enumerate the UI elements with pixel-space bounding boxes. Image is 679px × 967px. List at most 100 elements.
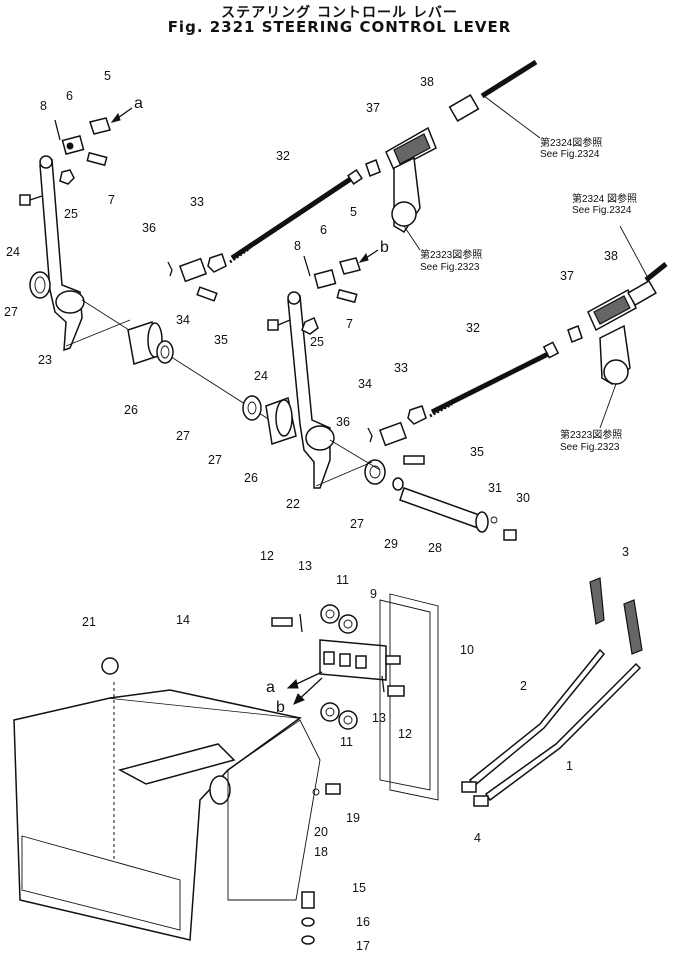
bolt-24-left <box>19 194 43 206</box>
callout-25-right: 25 <box>310 335 324 349</box>
callout-31: 31 <box>488 481 502 495</box>
lever-23-hub <box>55 290 85 314</box>
callout-25-left: 25 <box>64 207 78 221</box>
lever-22-assembly <box>267 249 379 489</box>
title-english: Fig. 2321 STEERING CONTROL LEVER <box>167 18 512 36</box>
connector-b-lower: b <box>276 699 285 716</box>
connector-b-mid: b <box>380 239 389 256</box>
cover-14 <box>13 657 303 941</box>
callout-12-lower: 12 <box>398 727 412 741</box>
pin-7-upper <box>86 151 108 167</box>
grip-3-left <box>589 577 605 625</box>
callout-5-upper: 5 <box>104 69 111 83</box>
lever-2 <box>461 648 606 793</box>
spring-11-lower <box>320 702 358 730</box>
nut-33-upper <box>207 253 227 273</box>
clevis-34-upper <box>178 257 208 283</box>
nut-29 <box>392 477 404 491</box>
bolt-19 <box>325 783 341 795</box>
callout-27-left: 27 <box>4 305 18 319</box>
callout-36-lower: 36 <box>336 415 350 429</box>
callout-8-lower: 8 <box>294 239 301 253</box>
pin-35-lower <box>403 455 425 465</box>
callout-3: 3 <box>622 545 629 559</box>
callout-19: 19 <box>346 811 360 825</box>
cotter-pin-36-lower <box>367 427 373 443</box>
callout-29: 29 <box>384 537 398 551</box>
callout-22: 22 <box>286 497 300 511</box>
left-lever-assembly <box>19 107 133 352</box>
clevis-6-upper <box>61 134 85 156</box>
callout-32-right: 32 <box>466 321 480 335</box>
callout-11-lower: 11 <box>340 735 353 749</box>
plate-5-lower <box>339 257 361 275</box>
bolt-12-lower <box>387 685 405 697</box>
washer-20 <box>312 788 320 796</box>
ref-fig2324-right-en: See Fig.2324 <box>572 205 632 216</box>
callout-24-left: 24 <box>6 245 20 259</box>
seal-27-centre-right <box>242 395 262 421</box>
mounting-bracket-9 <box>319 593 439 801</box>
callout-2: 2 <box>520 679 527 693</box>
callout-11-upper: 11 <box>336 573 349 587</box>
callout-7-lower: 7 <box>346 317 353 331</box>
connector-a-top: a <box>134 95 143 112</box>
pin-35-upper <box>196 286 218 302</box>
bushing-26-right <box>265 396 297 445</box>
callout-9: 9 <box>370 587 377 601</box>
callout-20: 20 <box>314 825 328 839</box>
lever-1 <box>473 662 642 807</box>
callout-37-upper: 37 <box>366 101 380 115</box>
cotter-pin-8-lower <box>303 255 311 277</box>
callout-38-right: 38 <box>604 249 618 263</box>
plate-5-upper <box>89 117 111 135</box>
callout-27-centre-left: 27 <box>176 429 190 443</box>
callout-26-left: 26 <box>124 403 138 417</box>
callout-33-upper: 33 <box>190 195 204 209</box>
callout-10: 10 <box>460 643 474 657</box>
bolt-24-right <box>267 319 279 331</box>
callout-21: 21 <box>82 615 96 629</box>
callout-27-centre-right: 27 <box>208 453 222 467</box>
callout-35-upper: 35 <box>214 333 228 347</box>
connector-a-lower: a <box>266 679 275 696</box>
nut-25-right <box>301 316 319 335</box>
seal-27-centre-left <box>156 340 174 364</box>
callout-34-upper: 34 <box>176 313 190 327</box>
cylinder-38-right <box>567 262 668 385</box>
ref-fig2323-right-jp: 第2323図参照 <box>560 428 622 441</box>
washer-16 <box>301 917 315 927</box>
seal-27-lower <box>364 459 386 485</box>
callout-7-upper: 7 <box>108 193 115 207</box>
plate-18 <box>227 719 321 901</box>
bushing-26-left <box>127 321 163 365</box>
callout-18: 18 <box>314 845 328 859</box>
washer-31 <box>490 516 498 524</box>
callout-15: 15 <box>352 881 366 895</box>
nut-4-left <box>461 781 477 793</box>
nut-4-right <box>473 795 489 807</box>
ref-fig2324-right-jp: 第2324 図参照 <box>572 192 637 205</box>
bolt-10 <box>385 655 401 665</box>
title-japanese: ステアリング コントロール レバー <box>221 5 458 21</box>
bolt-30 <box>503 529 517 541</box>
callout-17: 17 <box>356 939 370 953</box>
callout-38-upper: 38 <box>420 75 434 89</box>
callout-34-lower: 34 <box>358 377 372 391</box>
rod-32-upper <box>229 169 363 264</box>
ref-fig2323-top-jp: 第2323図参照 <box>420 248 482 261</box>
nut-37-upper <box>365 159 381 177</box>
bolt-15 <box>301 891 315 909</box>
clevis-6-lower <box>313 268 337 290</box>
cotter-pin-36-upper <box>167 261 173 277</box>
nut-37-right <box>567 325 583 343</box>
pin-7-lower <box>336 288 358 304</box>
ref-fig2324-top-jp: 第2324図参照 <box>540 136 602 149</box>
grip-3-right <box>623 599 643 655</box>
rod-32-right <box>429 341 560 418</box>
callout-35-lower: 35 <box>470 445 484 459</box>
callout-32-upper: 32 <box>276 149 290 163</box>
nut-17 <box>301 935 315 945</box>
callout-12-upper: 12 <box>260 549 274 563</box>
